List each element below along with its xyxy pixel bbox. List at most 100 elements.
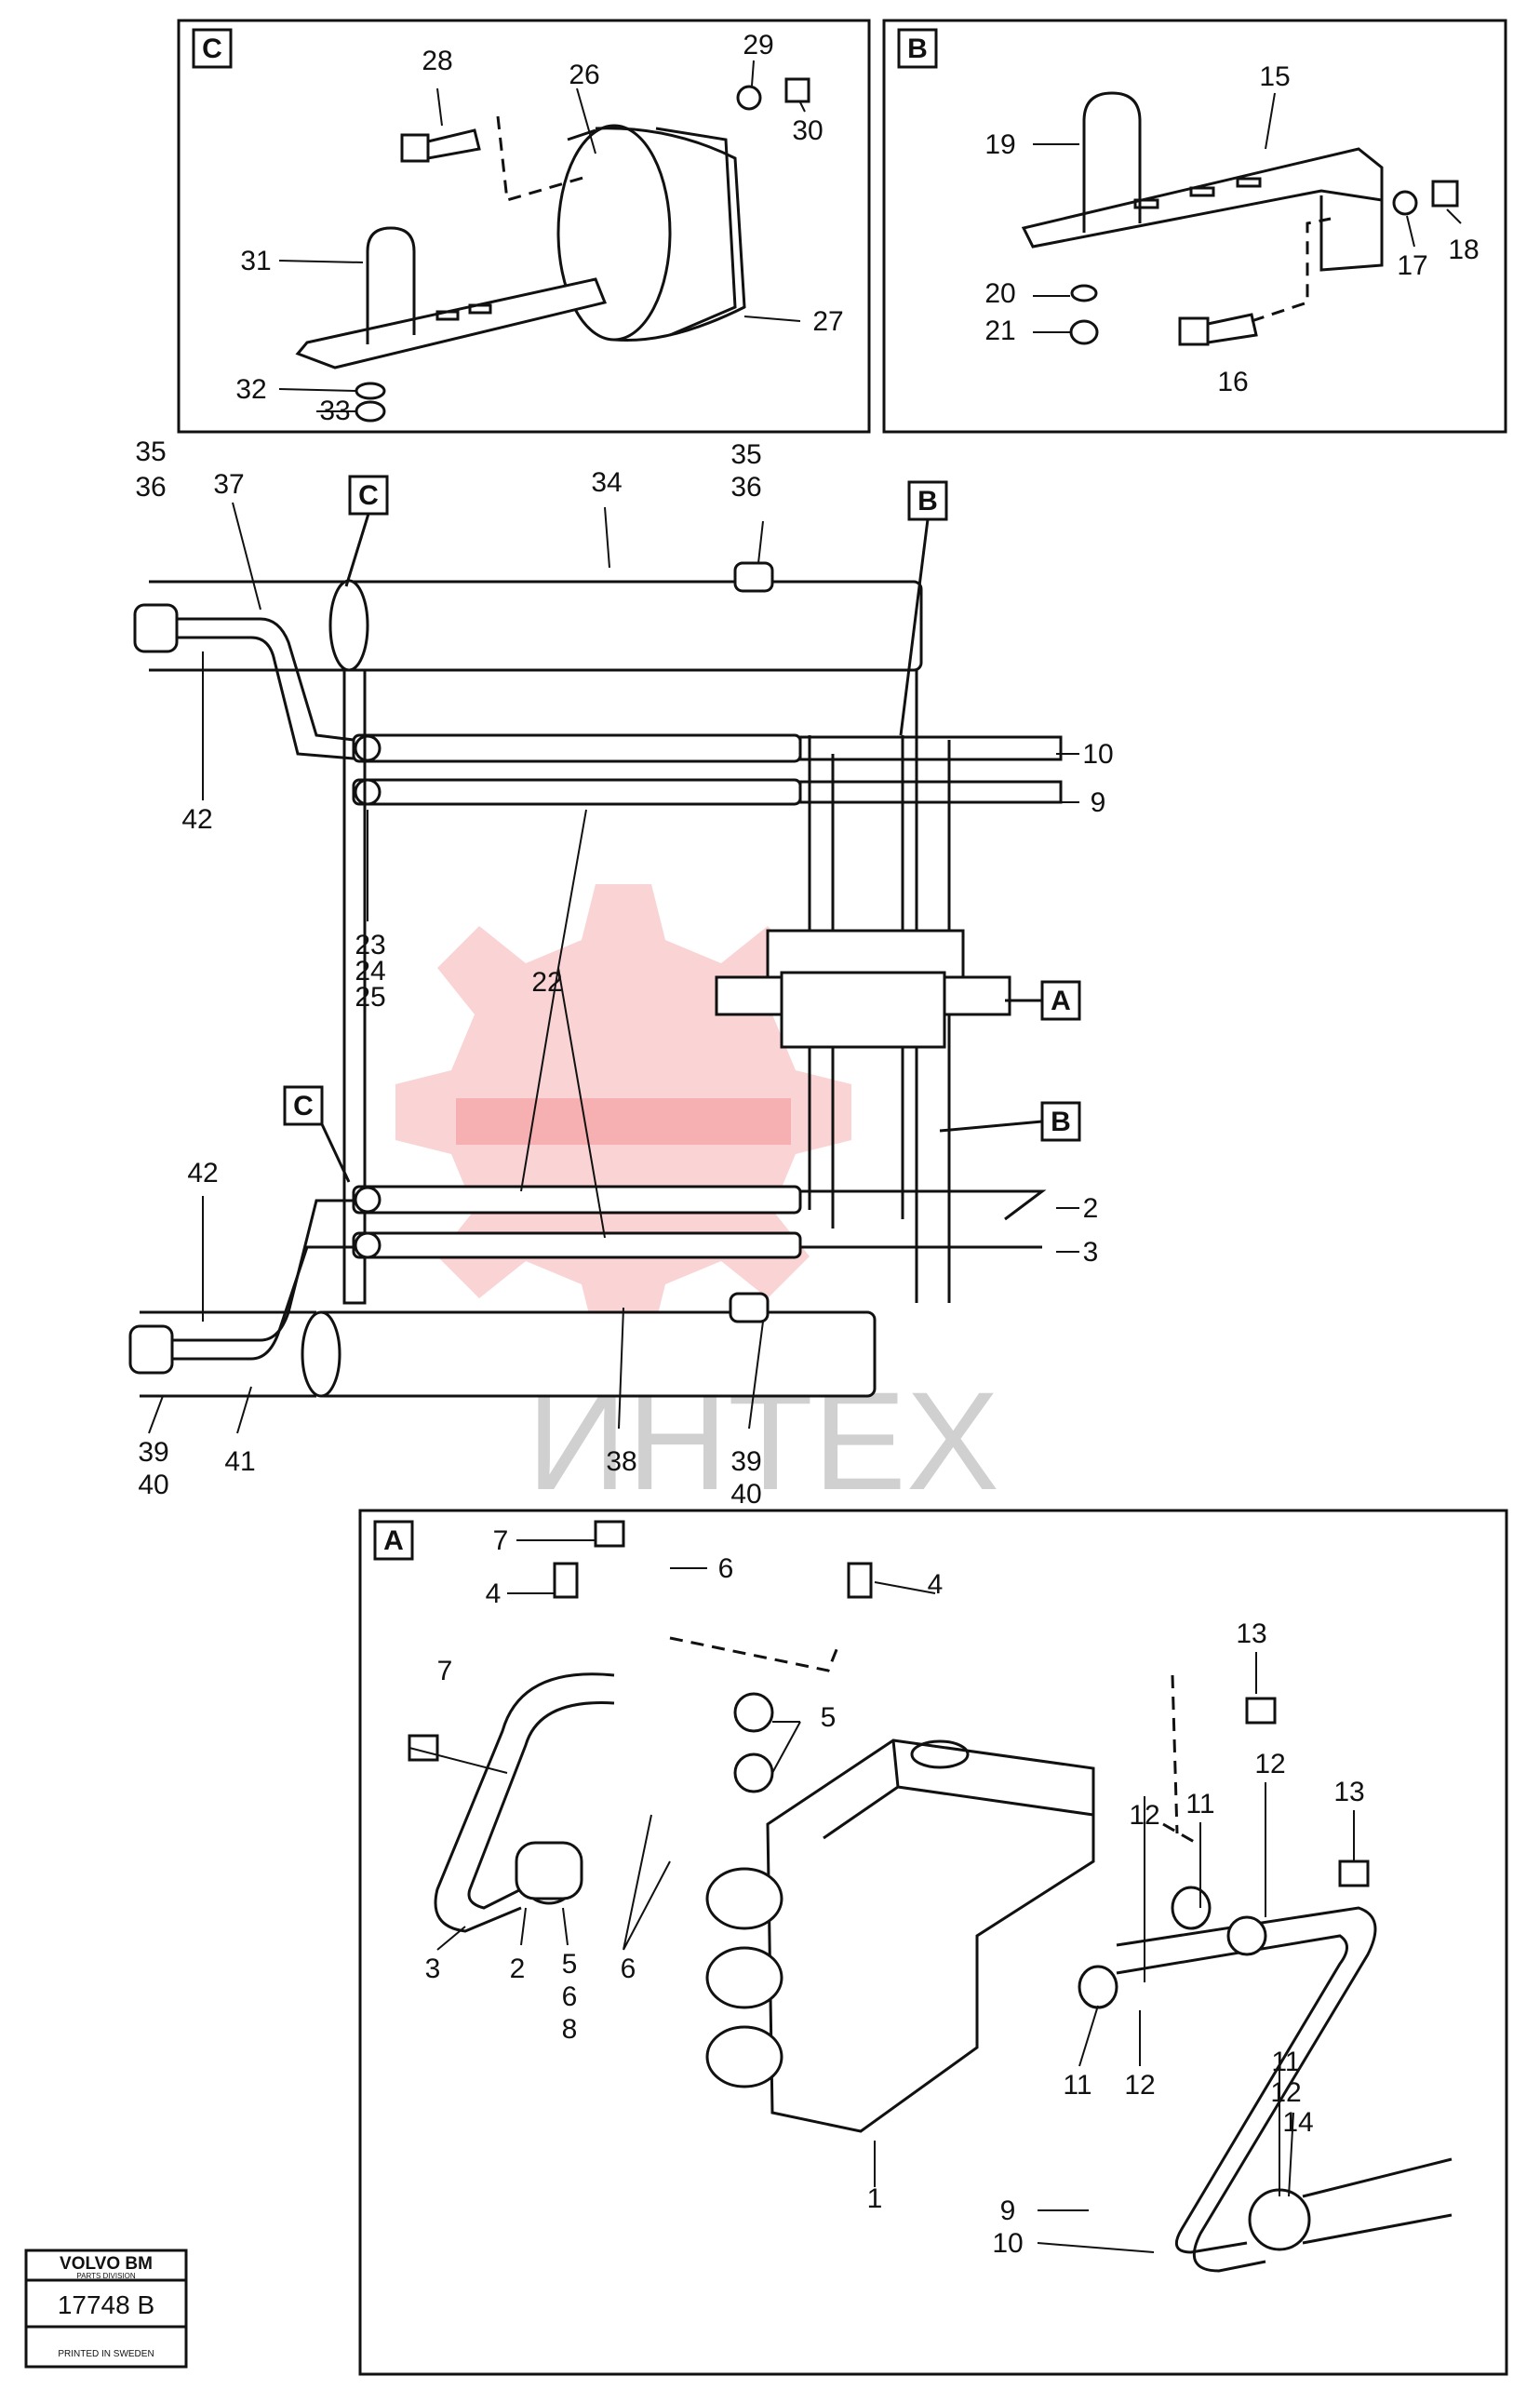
bolt-7-top	[594, 1520, 625, 1548]
bolt-28	[400, 133, 430, 163]
label-12-top: 12	[1254, 1749, 1285, 1779]
label-2-main: 2	[1083, 1193, 1099, 1224]
u-bolt-c	[366, 226, 416, 344]
label-13-top: 13	[1236, 1618, 1266, 1649]
label-17: 17	[1397, 250, 1427, 281]
valve-block	[766, 929, 965, 979]
u-bolt-b	[1082, 91, 1142, 233]
label-40-left: 40	[138, 1470, 168, 1500]
label-19: 19	[984, 129, 1015, 160]
label-37: 37	[213, 469, 244, 500]
label-38: 38	[606, 1446, 636, 1477]
label-12-mid: 12	[1129, 1800, 1159, 1831]
washer-17	[1392, 190, 1418, 216]
callout-c-bottom: C	[293, 1091, 314, 1121]
switch-4-left	[553, 1562, 579, 1599]
volvo-bm-logo: VOLVO BM PARTS DIVISION 17748 B PRINTED …	[24, 2249, 188, 2369]
nut-33	[355, 400, 386, 423]
panel-b: B 19 15 20 21 17 18 16	[882, 19, 1507, 434]
label-18: 18	[1448, 235, 1479, 265]
label-41: 41	[224, 1446, 255, 1477]
label-10-detail: 10	[992, 2228, 1023, 2259]
bracket-b	[1021, 147, 1384, 248]
label-11-bottom: 11	[1063, 2070, 1091, 2101]
callout-b-top: B	[917, 486, 938, 517]
label-3-detail: 3	[425, 1954, 441, 1984]
label-26: 26	[569, 60, 599, 90]
label-33: 33	[319, 396, 350, 426]
label-6-top: 6	[718, 1553, 734, 1584]
label-31: 31	[240, 246, 271, 276]
washer-29	[736, 85, 762, 111]
label-34: 34	[591, 467, 622, 498]
nut-30	[784, 77, 810, 103]
label-8: 8	[562, 2014, 578, 2045]
label-23: 23	[355, 930, 385, 960]
label-22: 22	[531, 967, 562, 998]
label-7-left: 7	[437, 1656, 453, 1686]
pipe-left-outer	[434, 1672, 615, 1933]
panel-b-label: B	[907, 34, 928, 64]
label-36-right: 36	[730, 472, 761, 503]
cooler-top	[342, 580, 923, 672]
label-12-bottom: 12	[1124, 2070, 1155, 2101]
bolt-7-left	[408, 1734, 439, 1762]
label-3-main: 3	[1083, 1237, 1099, 1268]
label-4-right: 4	[928, 1569, 944, 1600]
washer-20	[1070, 284, 1098, 302]
label-42-bottom: 42	[187, 1158, 218, 1188]
nut-18	[1431, 180, 1459, 208]
label-35-left: 35	[135, 436, 166, 467]
label-24: 24	[355, 956, 385, 987]
label-21: 21	[984, 316, 1015, 346]
label-25: 25	[355, 982, 385, 1013]
bracket-c	[295, 277, 608, 369]
label-28: 28	[422, 46, 452, 76]
pipe-right-outer	[1116, 1906, 1377, 2273]
callout-b-bottom: B	[1051, 1107, 1071, 1137]
label-39-right: 39	[730, 1446, 761, 1477]
panel-c-label: C	[202, 34, 222, 64]
label-30: 30	[792, 115, 823, 146]
logo-brand: VOLVO BM	[60, 2254, 153, 2274]
label-13-right: 13	[1333, 1777, 1364, 1807]
panel-a-label: A	[383, 1525, 404, 1556]
label-4-left: 4	[486, 1578, 502, 1609]
washer-32	[355, 382, 386, 400]
logo-number: 17748 B	[58, 2290, 154, 2319]
label-9-top: 9	[1091, 787, 1106, 818]
label-1: 1	[867, 2183, 883, 2214]
bolt-13-right	[1338, 1860, 1370, 1887]
label-16: 16	[1217, 367, 1248, 397]
logo-division: PARTS DIVISION	[76, 2272, 135, 2280]
label-6-bottom: 6	[562, 1981, 578, 2012]
label-5-top: 5	[821, 1702, 837, 1733]
label-35-right: 35	[730, 439, 761, 470]
label-36-left: 36	[135, 472, 166, 503]
label-39-left: 39	[138, 1437, 168, 1468]
label-6-mid: 6	[621, 1954, 636, 1984]
label-10-top: 10	[1082, 739, 1113, 770]
label-9-detail: 9	[1000, 2195, 1016, 2226]
label-40-right: 40	[730, 1479, 761, 1510]
bolt-16	[1178, 316, 1210, 346]
label-27: 27	[812, 306, 843, 337]
callout-a: A	[1051, 986, 1071, 1016]
label-5-bottom: 5	[562, 1949, 578, 1980]
label-12-right: 12	[1270, 2077, 1301, 2108]
panel-c: C 28 26 29 30 31 27 32 33	[177, 19, 871, 434]
nut-21	[1069, 319, 1099, 345]
label-11-right: 11	[1271, 2047, 1300, 2077]
bolt-13-top	[1245, 1697, 1277, 1725]
callout-c-top: C	[358, 480, 379, 511]
main-assembly: C B A B C 35 36 37 34 35 36 42 10 9 23 2…	[128, 436, 1114, 1510]
label-29: 29	[743, 30, 773, 60]
label-11-top: 11	[1185, 1789, 1214, 1819]
cooler-bottom	[315, 1310, 877, 1398]
label-20: 20	[984, 278, 1015, 309]
logo-footer: PRINTED IN SWEDEN	[58, 2349, 154, 2359]
label-14: 14	[1282, 2107, 1313, 2138]
label-2-detail: 2	[510, 1954, 526, 1984]
panel-a: A 7 6 4 4 7	[358, 1509, 1508, 2376]
